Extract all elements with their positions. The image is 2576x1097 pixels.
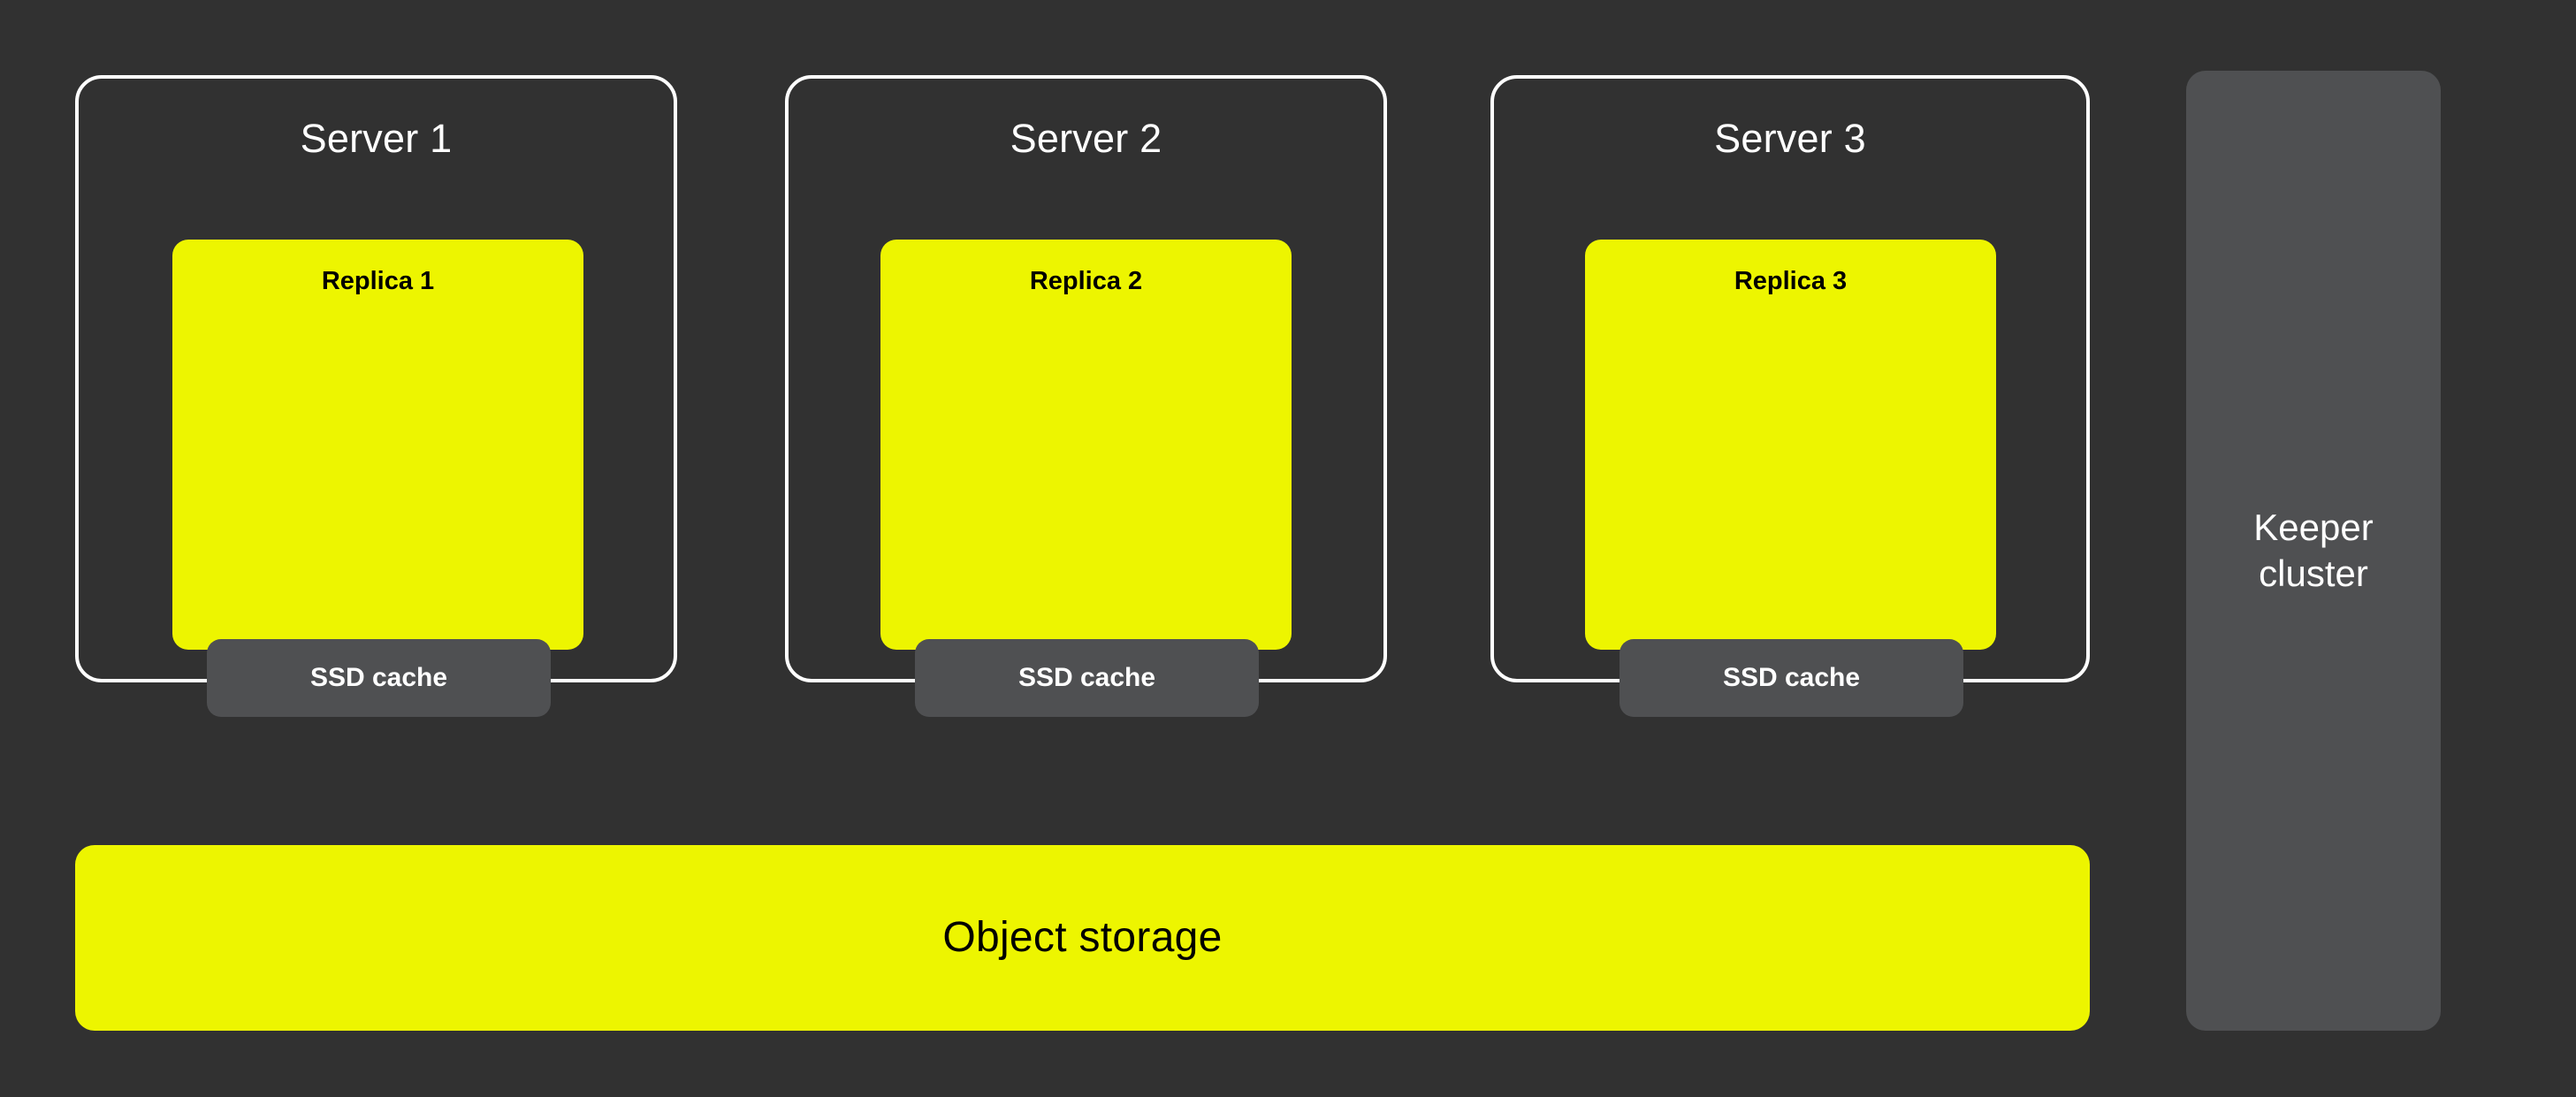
replica-box-1[interactable]: Replica 1 [172, 240, 583, 650]
replica-label-2: Replica 2 [1029, 267, 1143, 295]
keeper-cluster-label-line1: Keeper [2253, 506, 2374, 548]
object-storage-label: Object storage [942, 914, 1223, 961]
server-title-3: Server 3 [1714, 116, 1866, 161]
ssd-cache-box-3[interactable]: SSD cache [1620, 639, 1963, 717]
object-storage-box[interactable]: Object storage [75, 845, 2090, 1031]
replica-box-3[interactable]: Replica 3 [1585, 240, 1996, 650]
keeper-cluster-box[interactable]: Keeper cluster [2186, 71, 2441, 1031]
replica-label-1: Replica 1 [321, 267, 435, 295]
ssd-cache-label-1: SSD cache [309, 663, 448, 692]
server-title-2: Server 2 [1010, 116, 1162, 161]
ssd-cache-label-3: SSD cache [1722, 663, 1861, 692]
ssd-cache-box-1[interactable]: SSD cache [207, 639, 551, 717]
replica-box-2[interactable]: Replica 2 [880, 240, 1292, 650]
replica-label-3: Replica 3 [1734, 267, 1848, 295]
ssd-cache-box-2[interactable]: SSD cache [915, 639, 1259, 717]
server-title-1: Server 1 [300, 116, 453, 161]
keeper-cluster-label-line2: cluster [2259, 552, 2368, 594]
keeper-cluster-label: Keeper cluster [2253, 505, 2373, 598]
ssd-cache-label-2: SSD cache [1017, 663, 1156, 692]
